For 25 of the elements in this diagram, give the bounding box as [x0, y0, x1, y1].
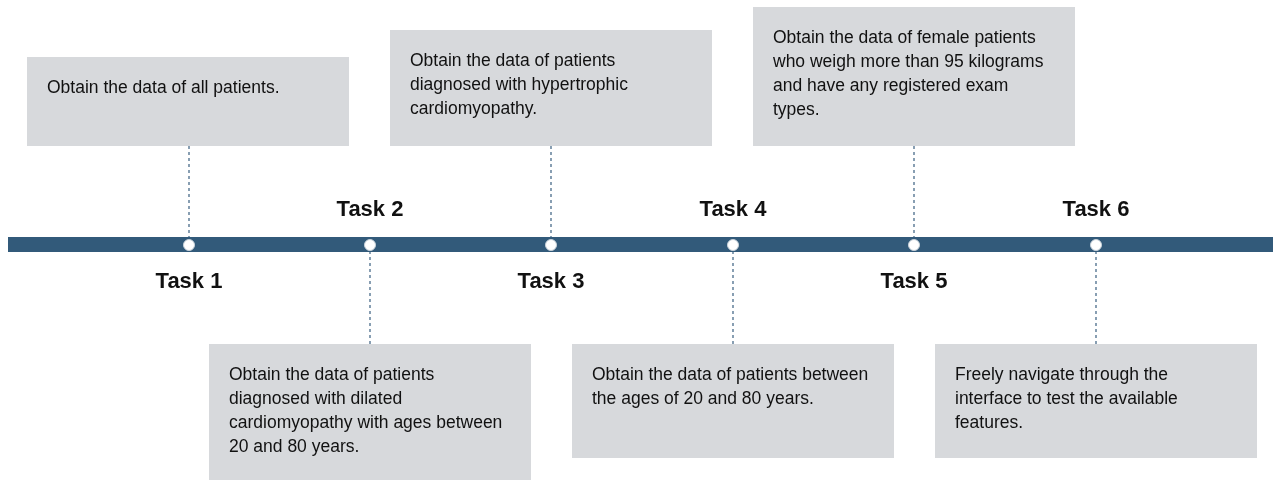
- leader-line: [550, 145, 552, 240]
- task-label: Task 2: [336, 196, 404, 222]
- task-description-box: Freely navigate through the interface to test the available features.: [935, 344, 1257, 458]
- task-label: Task 5: [880, 268, 948, 294]
- timeline-dot: [183, 238, 195, 251]
- task-label: Task 3: [517, 268, 585, 294]
- timeline-dot: [545, 238, 557, 251]
- timeline-bar: [8, 237, 1273, 252]
- timeline-dot: [908, 238, 920, 251]
- leader-line: [913, 145, 915, 240]
- leader-line: [188, 145, 190, 240]
- leader-line: [1095, 249, 1097, 345]
- task-description-box: Obtain the data of patients diagnosed with dilated cardiomyopathy with ages between 20 and 80 years.: [209, 344, 531, 480]
- task-description-box: Obtain the data of patients diagnosed with hypertrophic cardiomyopathy.: [390, 30, 712, 146]
- timeline-dot: [1090, 238, 1102, 251]
- timeline-dot: [364, 238, 376, 251]
- task-description-box: Obtain the data of all patients.: [27, 57, 349, 146]
- task-description-box: Obtain the data of patients between the ages of 20 and 80 years.: [572, 344, 894, 458]
- task-label: Task 4: [699, 196, 767, 222]
- task-label: Task 6: [1062, 196, 1130, 222]
- task-label: Task 1: [155, 268, 223, 294]
- timeline-dot: [727, 238, 739, 251]
- task-description-box: Obtain the data of female patients who weigh more than 95 kilograms and have any registered exam types.: [753, 7, 1075, 146]
- leader-line: [732, 249, 734, 345]
- leader-line: [369, 249, 371, 345]
